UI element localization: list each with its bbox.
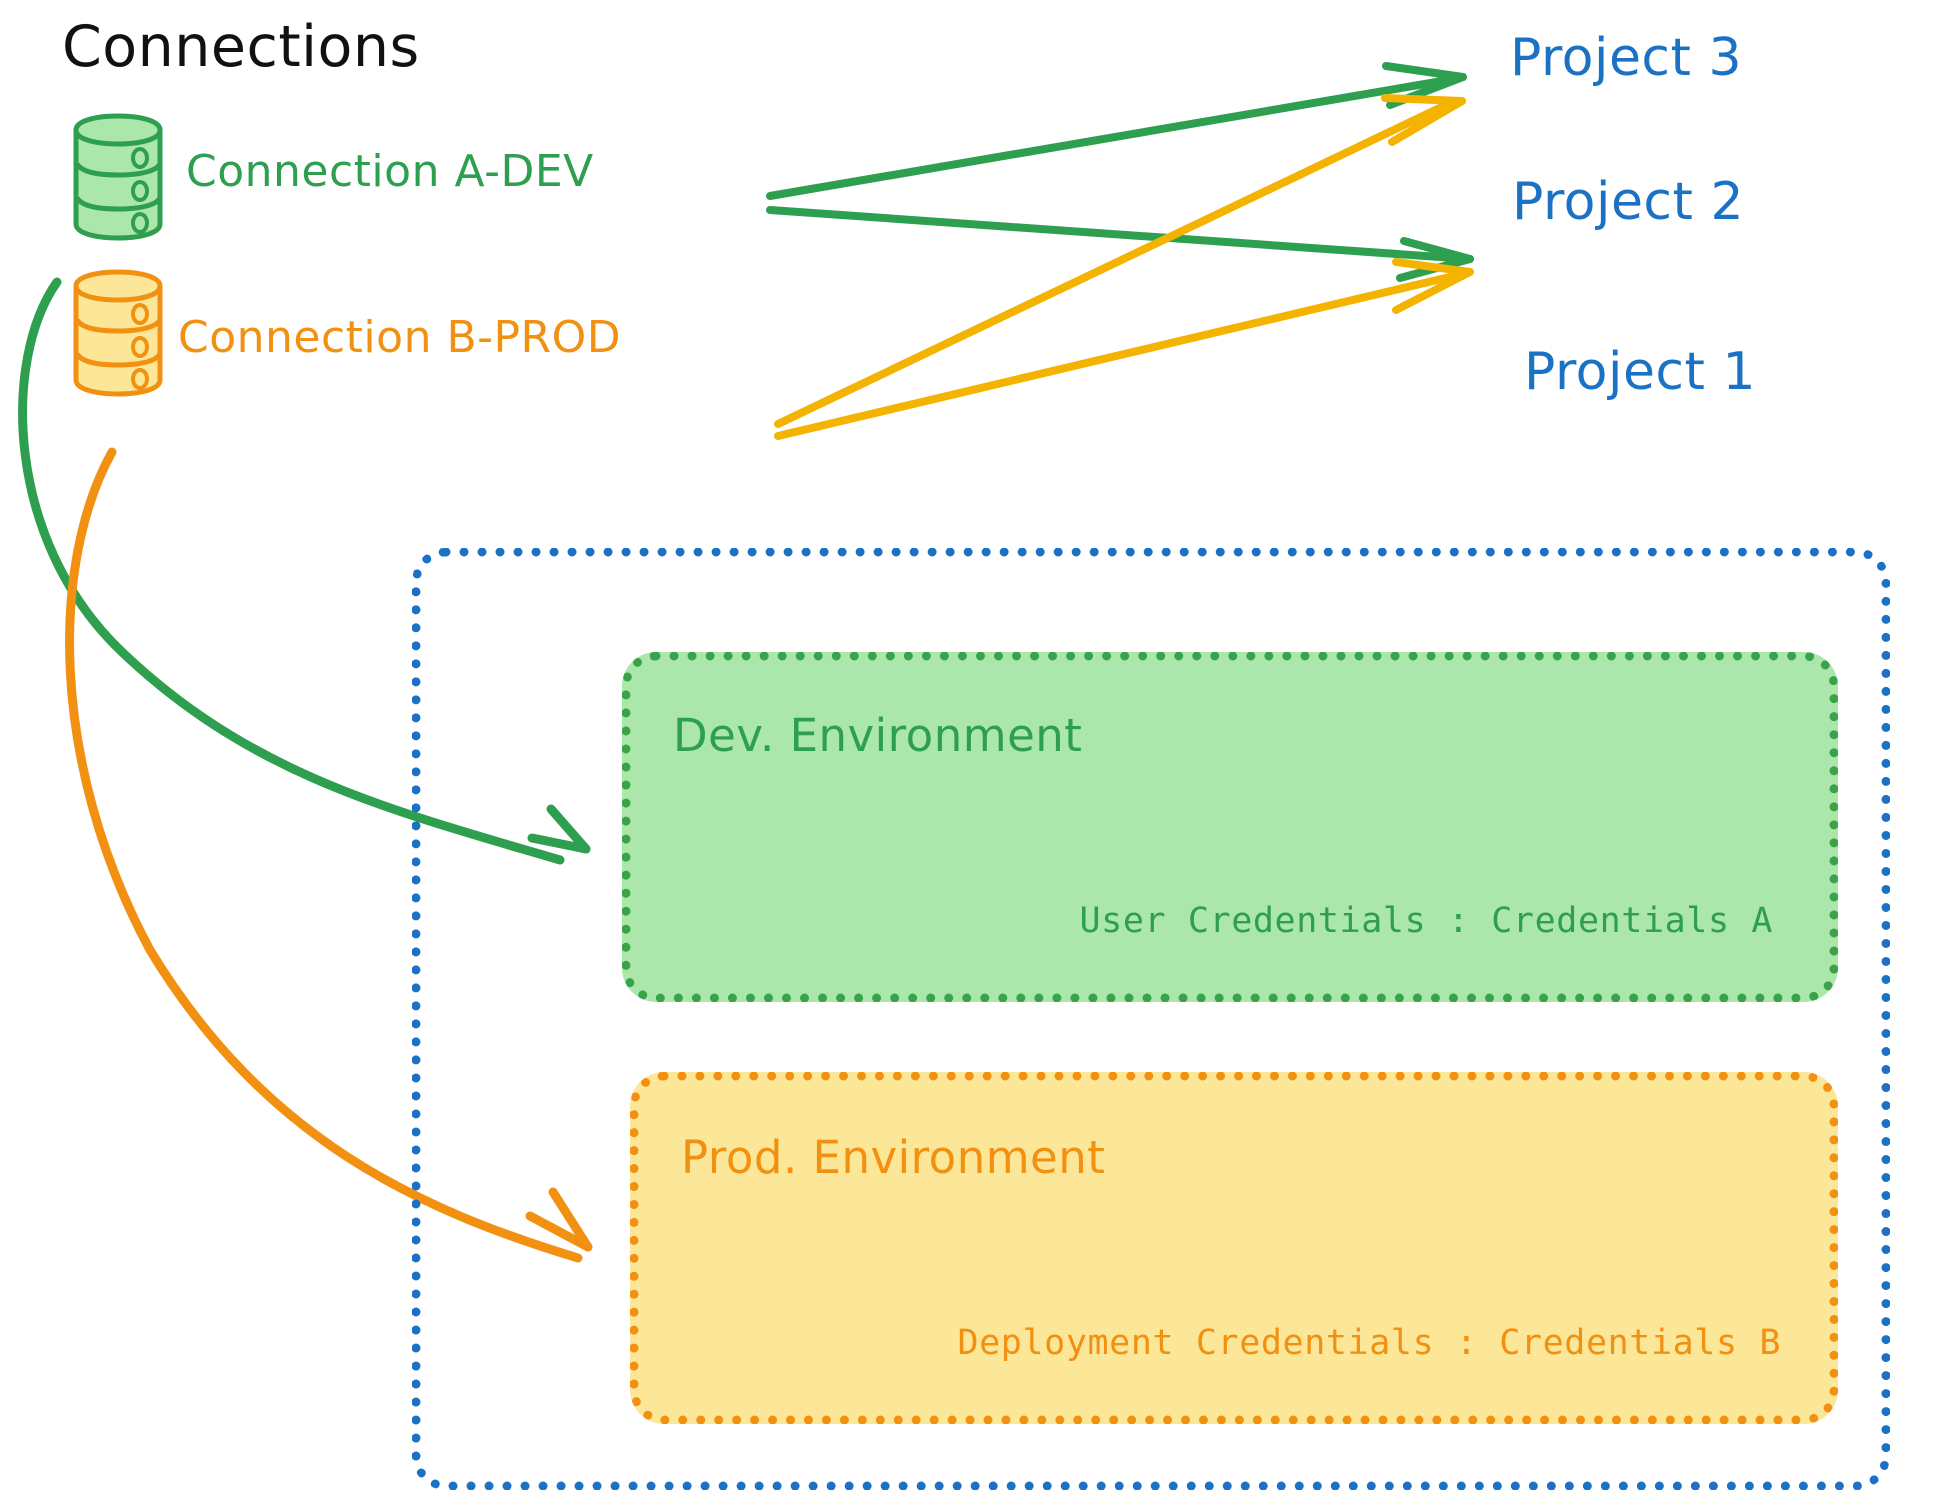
prod-environment-box[interactable]: Prod. Environment Deployment Credentials…: [630, 1072, 1838, 1424]
connection-b-prod-label[interactable]: Connection B-PROD: [178, 312, 622, 363]
project-3-label[interactable]: Project 3: [1510, 28, 1743, 88]
database-cylinder-icon-green[interactable]: [68, 112, 168, 246]
dev-environment-credentials: User Credentials : Credentials A: [1079, 901, 1773, 941]
prod-environment-title: Prod. Environment: [681, 1131, 1106, 1184]
arrow-conn-a-to-project-2: [766, 206, 1474, 282]
arrow-conn-b-to-project-2: [774, 258, 1474, 440]
arrow-conn-b-to-project-3: [774, 94, 1466, 428]
connection-a-dev-label[interactable]: Connection A-DEV: [186, 146, 594, 197]
arrow-conn-a-to-project-3: [766, 62, 1467, 200]
dev-environment-title: Dev. Environment: [673, 709, 1083, 762]
database-cylinder-icon-orange[interactable]: [68, 268, 168, 402]
project-1-label[interactable]: Project 1: [1524, 342, 1757, 402]
page-title: Connections: [62, 14, 420, 80]
prod-environment-credentials: Deployment Credentials : Credentials B: [957, 1323, 1781, 1363]
project-1-container: [412, 548, 1890, 1490]
dev-environment-box[interactable]: Dev. Environment User Credentials : Cred…: [622, 652, 1838, 1002]
project-2-label[interactable]: Project 2: [1512, 172, 1745, 232]
